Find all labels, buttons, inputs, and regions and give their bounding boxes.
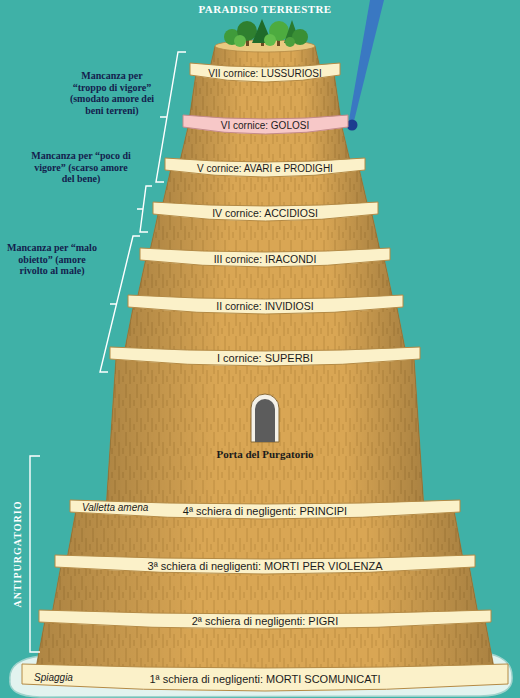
sin-group-note: Mancanza per “troppo di vigore” (smodato…: [66, 70, 158, 116]
band-text: V cornice: AVARI e PRODIGHI: [197, 161, 333, 177]
band-text: VII cornice: LUSSURIOSI: [208, 66, 321, 82]
cornice-band: VI cornice: GOLOSI: [183, 113, 348, 135]
cornice-band: I cornice: SUPERBI: [110, 345, 420, 367]
cliff-wall: [106, 357, 424, 509]
place-name: Spiaggia: [34, 670, 73, 686]
cornice-band: 3ª schiera di negligenti: MORTI PER VIOL…: [55, 553, 475, 575]
cornice-band: 2ª schiera di negligenti: PIGRI: [39, 608, 491, 630]
summit-title: PARADISO TERRESTRE: [165, 3, 365, 15]
cornice-band: VII cornice: LUSSURIOSI: [190, 61, 340, 83]
cliff-shade: [106, 357, 424, 509]
cornice-band: V cornice: AVARI e PRODIGHI: [165, 156, 365, 178]
band-text: II cornice: INVIDIOSI: [216, 298, 313, 314]
gate-label: Porta del Purgatorio: [185, 448, 345, 461]
pointer: [347, 0, 385, 131]
door: [251, 394, 279, 442]
cornice-band: Valletta amena 4ª schiera di negligenti: …: [70, 498, 460, 520]
band-text: 1ª schiera di negligenti: MORTI SCOMUNIC…: [149, 671, 380, 687]
band-text: I cornice: SUPERBI: [217, 350, 313, 366]
cornice-band: III cornice: IRACONDI: [140, 246, 390, 268]
band-text: VI cornice: GOLOSI: [221, 118, 309, 134]
cornice-band: II cornice: INVIDIOSI: [128, 293, 403, 315]
section-label: ANTIPURGATORIO: [11, 484, 25, 624]
cliff-walls: [35, 46, 495, 673]
cornice-band: IV cornice: ACCIDIOSI: [153, 200, 378, 222]
band-text: 2ª schiera di negligenti: PIGRI: [192, 613, 339, 629]
place-name: Valletta amena: [82, 500, 148, 516]
sin-group-note: Mancanza per “poco di vigore” (scarso am…: [30, 150, 132, 185]
cornice-band: Spiaggia 1ª schiera di negligenti: MORTI …: [22, 662, 508, 692]
sin-group-note: Mancanza per “malo obietto” (amore rivol…: [4, 242, 100, 277]
band-text: 3ª schiera di negligenti: MORTI PER VIOL…: [148, 558, 383, 574]
band-text: 4ª schiera di negligenti: PRINCIPI: [183, 503, 347, 519]
trees: [224, 19, 308, 47]
band-text: IV cornice: ACCIDIOSI: [212, 205, 318, 221]
band-text: III cornice: IRACONDI: [214, 251, 317, 267]
